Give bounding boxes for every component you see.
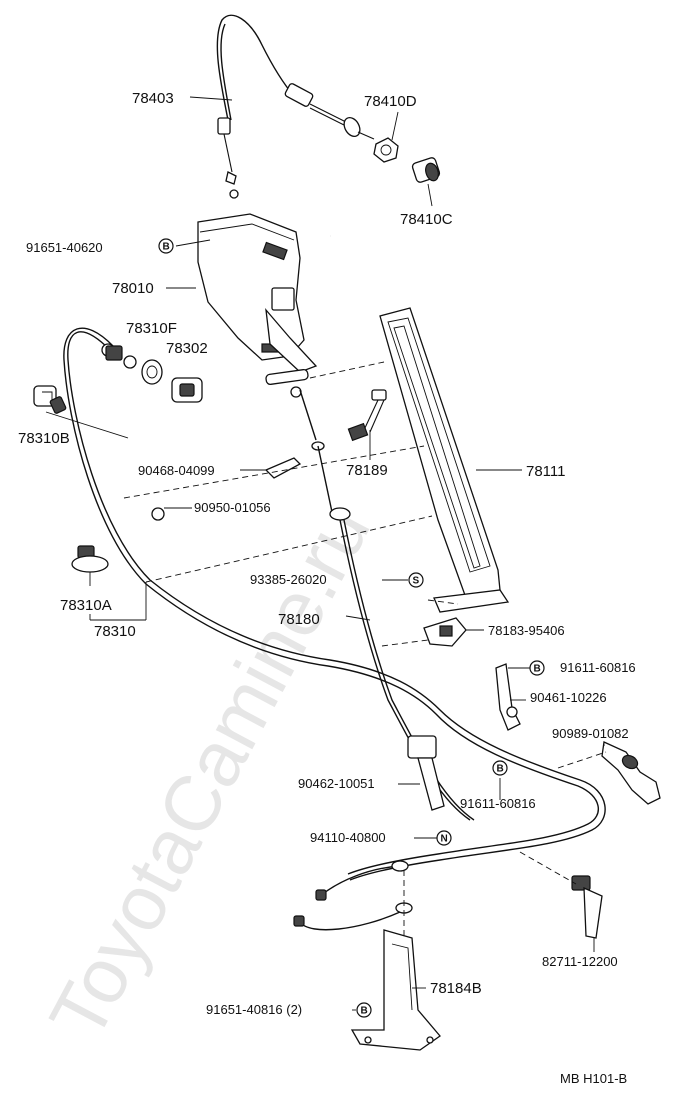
cable-ends-lower [293, 860, 413, 931]
label-78310A: 78310A [60, 597, 112, 614]
bracket-78183-95406 [423, 617, 484, 647]
label-78111: 78111 [526, 463, 566, 480]
svg-text:B: B [534, 664, 541, 675]
clamp-90462-10051 [398, 735, 445, 811]
label-78189: 78189 [346, 462, 388, 479]
label-78310F: 78310F [126, 320, 177, 337]
svg-text:B: B [163, 242, 170, 253]
badge-n1: N [436, 830, 452, 846]
grommet-78310A [71, 545, 109, 586]
label-78410D: 78410D [364, 93, 417, 110]
label-94110-40800: 94110-40800 [310, 830, 386, 845]
badge-b3: B [492, 760, 508, 776]
clip-78310B [33, 385, 67, 414]
badge-b2: B [529, 660, 545, 676]
label-90950-01056: 90950-01056 [194, 500, 271, 515]
badge-s1: S [408, 572, 424, 588]
watermark: ToyotaCamine.ru [32, 491, 387, 1053]
label-78184B: 78184B [430, 980, 482, 997]
part-labels: 78403 78410D 78410C 91651-40620 78010 78… [18, 90, 636, 1086]
badge-b1: B [158, 238, 174, 254]
label-90462-10051: 90462-10051 [298, 776, 375, 791]
sensor-82711-12200 [571, 875, 603, 952]
clamp-90461-10226 [495, 663, 526, 731]
badge-b4: B [356, 1002, 372, 1018]
label-91651-40816: 91651-40816 (2) [206, 1002, 302, 1017]
nut-90950-01056 [151, 507, 192, 521]
reference-lines [123, 361, 607, 936]
label-78410C: 78410C [400, 211, 453, 228]
clip-90468-04099 [240, 457, 302, 479]
svg-text:S: S [413, 576, 420, 587]
label-91651-40620: 91651-40620 [26, 240, 103, 255]
accelerator-pedal-78111 [379, 307, 522, 613]
bolt-78189 [347, 389, 387, 460]
throttle-cable-78403 [189, 14, 375, 199]
cap-78410C [411, 157, 441, 207]
diagram-code: MB H101-B [560, 1071, 627, 1086]
label-78403: 78403 [132, 90, 174, 107]
label-90468-04099: 90468-04099 [138, 463, 215, 478]
label-91611-60816-a: 91611-60816 [560, 660, 636, 675]
pedal-bracket-78010 [166, 213, 318, 386]
bolt-91651-40620 [175, 239, 211, 247]
nut-78410D [373, 111, 399, 163]
label-82711-12200: 82711-12200 [542, 954, 618, 969]
svg-text:B: B [361, 1006, 368, 1017]
svg-text:B: B [497, 764, 504, 775]
label-78180: 78180 [278, 611, 320, 628]
label-78302: 78302 [166, 340, 208, 357]
label-91611-60816-b: 91611-60816 [460, 796, 536, 811]
label-78310: 78310 [94, 623, 136, 640]
bracket-78184B [350, 929, 441, 1051]
label-93385-26020: 93385-26020 [250, 572, 327, 587]
svg-text:N: N [441, 834, 448, 845]
stopper-78302 [171, 377, 203, 403]
label-90989-01082: 90989-01082 [552, 726, 629, 741]
connector-90989-01082 [601, 741, 661, 805]
label-78310B: 78310B [18, 430, 70, 447]
grommet-78310F [105, 345, 163, 385]
label-78010: 78010 [112, 280, 154, 297]
pivot-bushing [290, 386, 302, 398]
accelerator-cable-78180 [299, 389, 475, 821]
label-78183-95406: 78183-95406 [488, 623, 565, 638]
label-90461-10226: 90461-10226 [530, 690, 607, 705]
label-78310-bracket [89, 582, 147, 621]
